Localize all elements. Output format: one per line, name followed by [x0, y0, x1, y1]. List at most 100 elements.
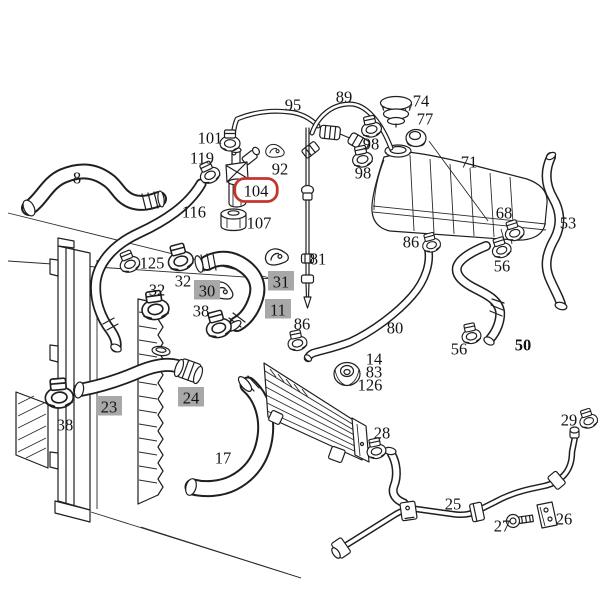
svg-text:28: 28	[374, 424, 391, 443]
hose-11-drawing	[194, 250, 266, 333]
svg-text:23: 23	[101, 398, 118, 417]
part-label-126[interactable]: 126	[358, 376, 383, 395]
svg-text:80: 80	[387, 319, 404, 338]
cooler-hose-28-drawing	[383, 446, 409, 508]
part-label-38-1[interactable]: 38	[193, 302, 210, 321]
part-label-28[interactable]: 28	[374, 424, 391, 443]
part-label-74[interactable]: 74	[413, 92, 430, 111]
svg-text:25: 25	[445, 495, 462, 514]
pipe-25-drawing	[331, 426, 580, 559]
part-label-119[interactable]: 119	[190, 149, 214, 168]
part-label-27[interactable]: 27	[494, 517, 511, 536]
svg-text:95: 95	[285, 96, 302, 115]
svg-text:116: 116	[182, 203, 206, 222]
svg-text:101: 101	[198, 129, 223, 148]
sensor-rod-81-drawing	[300, 127, 315, 309]
part-label-89[interactable]: 89	[336, 88, 353, 107]
part-label-98-1[interactable]: 98	[363, 135, 380, 154]
oil-cooler-drawing	[263, 362, 370, 464]
part-label-23[interactable]: 23	[96, 396, 122, 417]
svg-text:86: 86	[294, 315, 311, 334]
svg-text:30: 30	[199, 282, 216, 301]
part-label-50[interactable]: 50	[515, 336, 532, 355]
part-label-8[interactable]: 8	[73, 169, 81, 188]
part-label-25[interactable]: 25	[445, 495, 462, 514]
part-label-68[interactable]: 68	[496, 204, 513, 223]
hose-116-drawing	[90, 178, 207, 353]
radiator-core-drawing	[137, 298, 171, 505]
part-label-38-2[interactable]: 38	[57, 416, 74, 435]
part-label-56-2[interactable]: 56	[451, 340, 468, 359]
part-label-26[interactable]: 26	[556, 510, 573, 529]
svg-text:86: 86	[403, 233, 420, 252]
clamp-icon	[575, 406, 600, 431]
svg-text:125: 125	[140, 254, 165, 273]
upper-hose-8-drawing	[21, 163, 167, 217]
part-label-95[interactable]: 95	[285, 96, 302, 115]
svg-text:56: 56	[451, 340, 468, 359]
svg-text:104: 104	[244, 182, 269, 201]
part-label-81[interactable]: 81	[310, 250, 327, 269]
svg-text:107: 107	[247, 214, 272, 233]
part-label-32-1[interactable]: 32	[175, 272, 192, 291]
svg-text:126: 126	[358, 376, 383, 395]
svg-text:24: 24	[183, 389, 200, 408]
bolt-27-drawing	[505, 513, 534, 529]
expansion-tank-71-drawing	[371, 140, 548, 247]
part-label-24[interactable]: 24	[178, 387, 204, 408]
svg-text:98: 98	[355, 164, 372, 183]
part-label-32-2[interactable]: 32	[149, 281, 166, 300]
svg-text:81: 81	[310, 250, 327, 269]
svg-text:68: 68	[496, 204, 513, 223]
svg-text:98: 98	[363, 135, 380, 154]
grommet-77-drawing	[405, 128, 427, 148]
part-label-104[interactable]: 104	[233, 177, 279, 203]
lower-hose-23-drawing	[73, 357, 184, 399]
part-label-17[interactable]: 17	[215, 449, 232, 468]
svg-text:50: 50	[515, 336, 532, 355]
part-label-11[interactable]: 11	[265, 299, 291, 320]
part-label-53[interactable]: 53	[560, 214, 577, 233]
sleeve-24-drawing	[173, 358, 204, 385]
part-label-14[interactable]: 14	[366, 350, 383, 369]
part-label-77[interactable]: 77	[417, 110, 434, 129]
part-label-71[interactable]: 71	[461, 153, 478, 172]
svg-text:38: 38	[193, 302, 210, 321]
part-label-56-1[interactable]: 56	[494, 257, 511, 276]
svg-text:83: 83	[366, 363, 383, 382]
bracket-icon	[263, 246, 290, 268]
part-label-29[interactable]: 29	[561, 411, 578, 430]
part-label-86-2[interactable]: 86	[294, 315, 311, 334]
svg-text:119: 119	[190, 149, 214, 168]
clamp-icon	[163, 240, 197, 275]
svg-text:38: 38	[57, 416, 74, 435]
svg-text:77: 77	[417, 110, 434, 129]
part-label-101[interactable]: 101	[198, 129, 223, 148]
mount-107-drawing	[220, 208, 247, 232]
svg-text:26: 26	[556, 510, 573, 529]
svg-text:17: 17	[215, 449, 232, 468]
part-label-92[interactable]: 92	[272, 160, 289, 179]
grommet-83-drawing	[333, 361, 361, 387]
svg-text:92: 92	[272, 160, 289, 179]
part-label-116[interactable]: 116	[182, 203, 206, 222]
part-label-98-2[interactable]: 98	[355, 164, 372, 183]
svg-text:56: 56	[494, 257, 511, 276]
part-label-125[interactable]: 125	[140, 254, 165, 273]
part-label-80[interactable]: 80	[387, 319, 404, 338]
part-label-31[interactable]: 31	[268, 271, 294, 292]
radiator-assembly-drawing	[15, 237, 98, 523]
svg-text:27: 27	[494, 517, 511, 536]
part-label-30[interactable]: 30	[194, 280, 220, 301]
tank-cap-74-drawing	[379, 95, 413, 128]
svg-text:53: 53	[560, 214, 577, 233]
part-label-107[interactable]: 107	[247, 214, 272, 233]
svg-text:14: 14	[366, 350, 383, 369]
svg-text:11: 11	[270, 301, 286, 320]
bracket-icon	[265, 143, 285, 158]
part-label-86-1[interactable]: 86	[403, 233, 420, 252]
part-label-83[interactable]: 83	[366, 363, 383, 382]
svg-text:32: 32	[175, 272, 192, 291]
